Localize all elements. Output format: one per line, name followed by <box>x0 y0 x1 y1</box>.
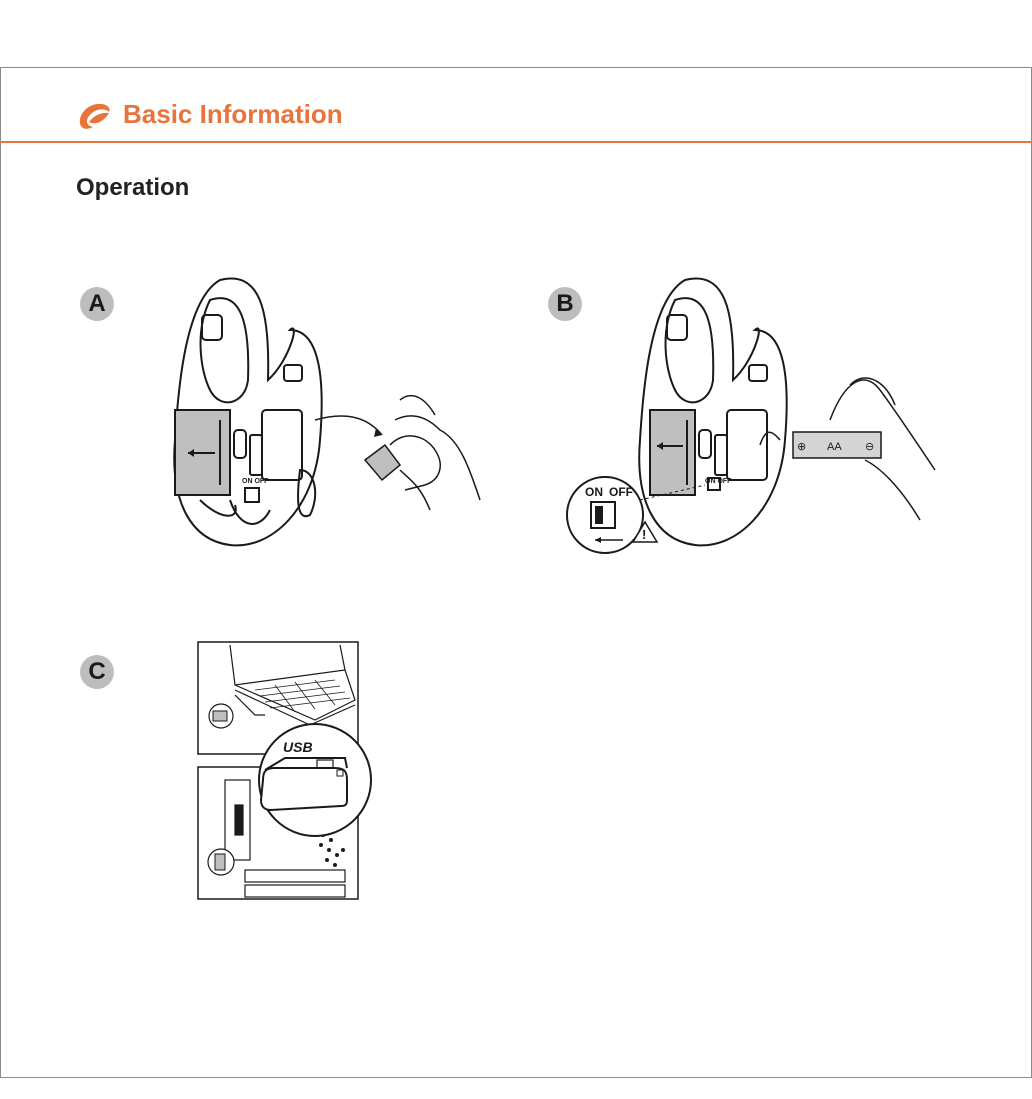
usb-label: USB <box>283 739 313 755</box>
header-title: Basic Information <box>123 99 343 129</box>
page-frame-top <box>0 67 1032 68</box>
mouse-battery-install-illustration: ⊕ AA ⊖ ON OFF ! ON OFF <box>566 277 936 554</box>
svg-text:!: ! <box>642 527 646 542</box>
switch-off-label: OFF <box>609 485 633 499</box>
svg-text:ON OFF: ON OFF <box>242 478 269 485</box>
page-frame-left <box>0 67 1 1077</box>
section-title: Operation <box>76 174 190 201</box>
step-badge-b: B <box>548 287 582 321</box>
svg-text:⊕: ⊕ <box>797 441 806 453</box>
switch-on-label: ON <box>585 485 603 499</box>
brand-logo-icon <box>79 103 110 129</box>
svg-text:⊖: ⊖ <box>865 441 874 453</box>
page-frame-bottom <box>0 1077 1032 1078</box>
mouse-receiver-removal-illustration: ON OFF <box>173 277 481 547</box>
step-badge-c: C <box>80 655 114 689</box>
step-badge-a: A <box>80 287 114 321</box>
svg-text:ON OFF: ON OFF <box>705 478 732 485</box>
header-divider <box>0 141 1032 143</box>
usb-receiver-plug-in-illustration: USB <box>197 641 372 900</box>
battery-label: AA <box>827 441 842 453</box>
